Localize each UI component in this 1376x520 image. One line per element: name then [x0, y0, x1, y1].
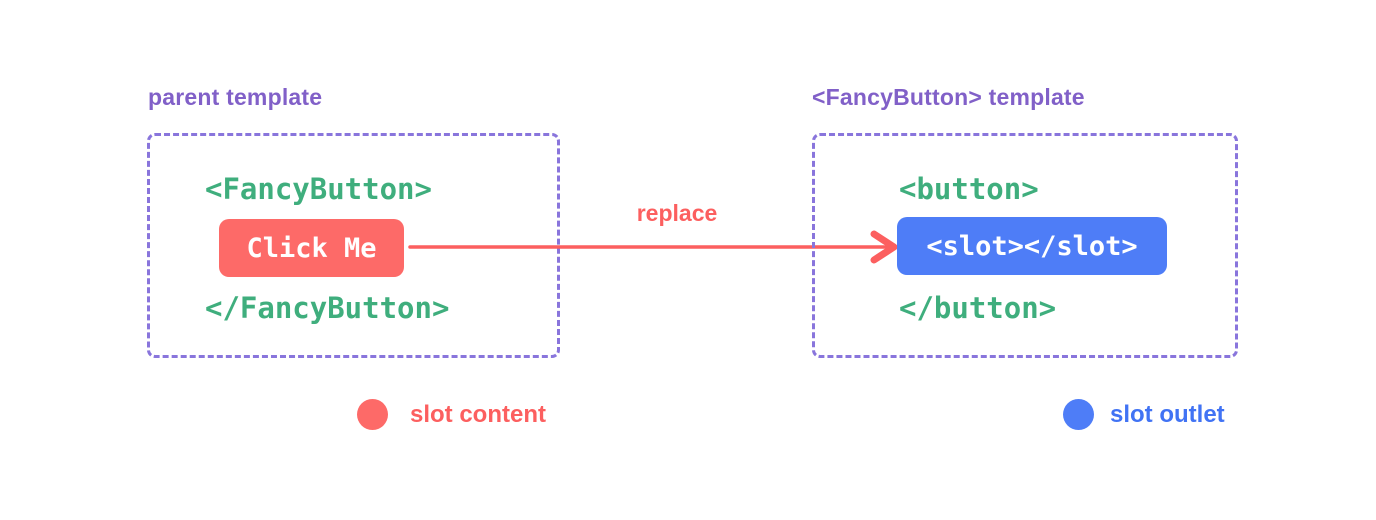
slot-outlet-chip-label: <slot></slot> [926, 230, 1138, 262]
slot-content-legend-dot [357, 399, 388, 430]
parent-template-title: parent template [148, 84, 323, 110]
parent-open-tag: <FancyButton> [205, 172, 432, 206]
slot-content-chip-label: Click Me [246, 232, 377, 264]
slot-outlet-legend-label: slot outlet [1110, 401, 1225, 428]
fancy-button-template-title: <FancyButton> template [812, 84, 1085, 110]
replace-arrow [408, 230, 898, 264]
button-close-tag: </button> [899, 291, 1057, 325]
replace-arrow-label: replace [636, 200, 718, 226]
slot-outlet-legend-dot [1063, 399, 1094, 430]
slot-content-legend-label: slot content [410, 401, 546, 428]
slot-outlet-chip: <slot></slot> [897, 217, 1167, 275]
parent-close-tag: </FancyButton> [205, 291, 450, 325]
slot-content-chip: Click Me [219, 219, 404, 277]
button-open-tag: <button> [899, 172, 1039, 206]
fancy-button-template-box [812, 133, 1238, 358]
